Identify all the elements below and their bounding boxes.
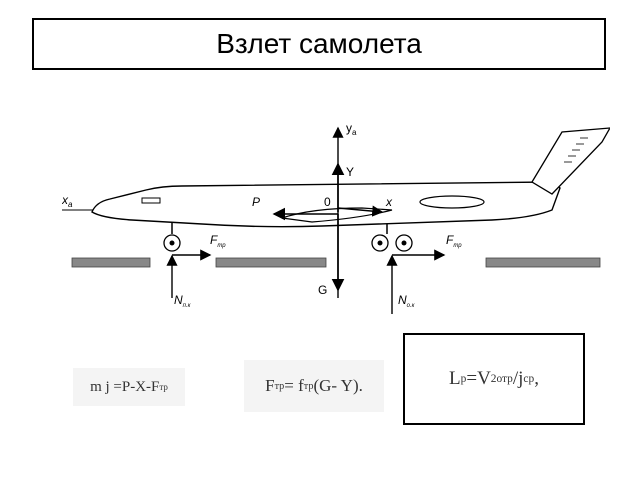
y-axis-label: ya xyxy=(346,122,357,137)
origin-label: 0 xyxy=(324,195,331,209)
x-axis-label: xa xyxy=(62,193,73,209)
wing xyxy=(281,207,393,223)
slide-title: Взлет самолета xyxy=(32,18,606,70)
front-landing-gear xyxy=(163,222,181,252)
weight-label: G xyxy=(318,283,327,297)
main-landing-gear xyxy=(371,224,413,252)
takeoff-force-diagram: ya xa Y P 0 x Fтр Fтр G Nп.к Nо.к xyxy=(62,122,610,314)
runway-ground xyxy=(71,257,601,268)
tail-fin-ribs xyxy=(564,137,588,163)
fuselage xyxy=(91,181,561,228)
friction-rear-label: Fтр xyxy=(446,233,462,249)
cockpit-window xyxy=(141,197,161,204)
lift-label: Y xyxy=(346,165,354,179)
friction-front-label: Fтр xyxy=(210,233,226,249)
tail-fin xyxy=(531,127,610,195)
normal-rear-label: Nо.к xyxy=(398,293,416,309)
normal-front-label: Nп.к xyxy=(174,293,192,309)
thrust-label: P xyxy=(252,195,260,209)
x-local-arrow xyxy=(337,205,384,217)
engine-nacelle xyxy=(419,195,485,209)
x-local-label: x xyxy=(385,195,393,209)
